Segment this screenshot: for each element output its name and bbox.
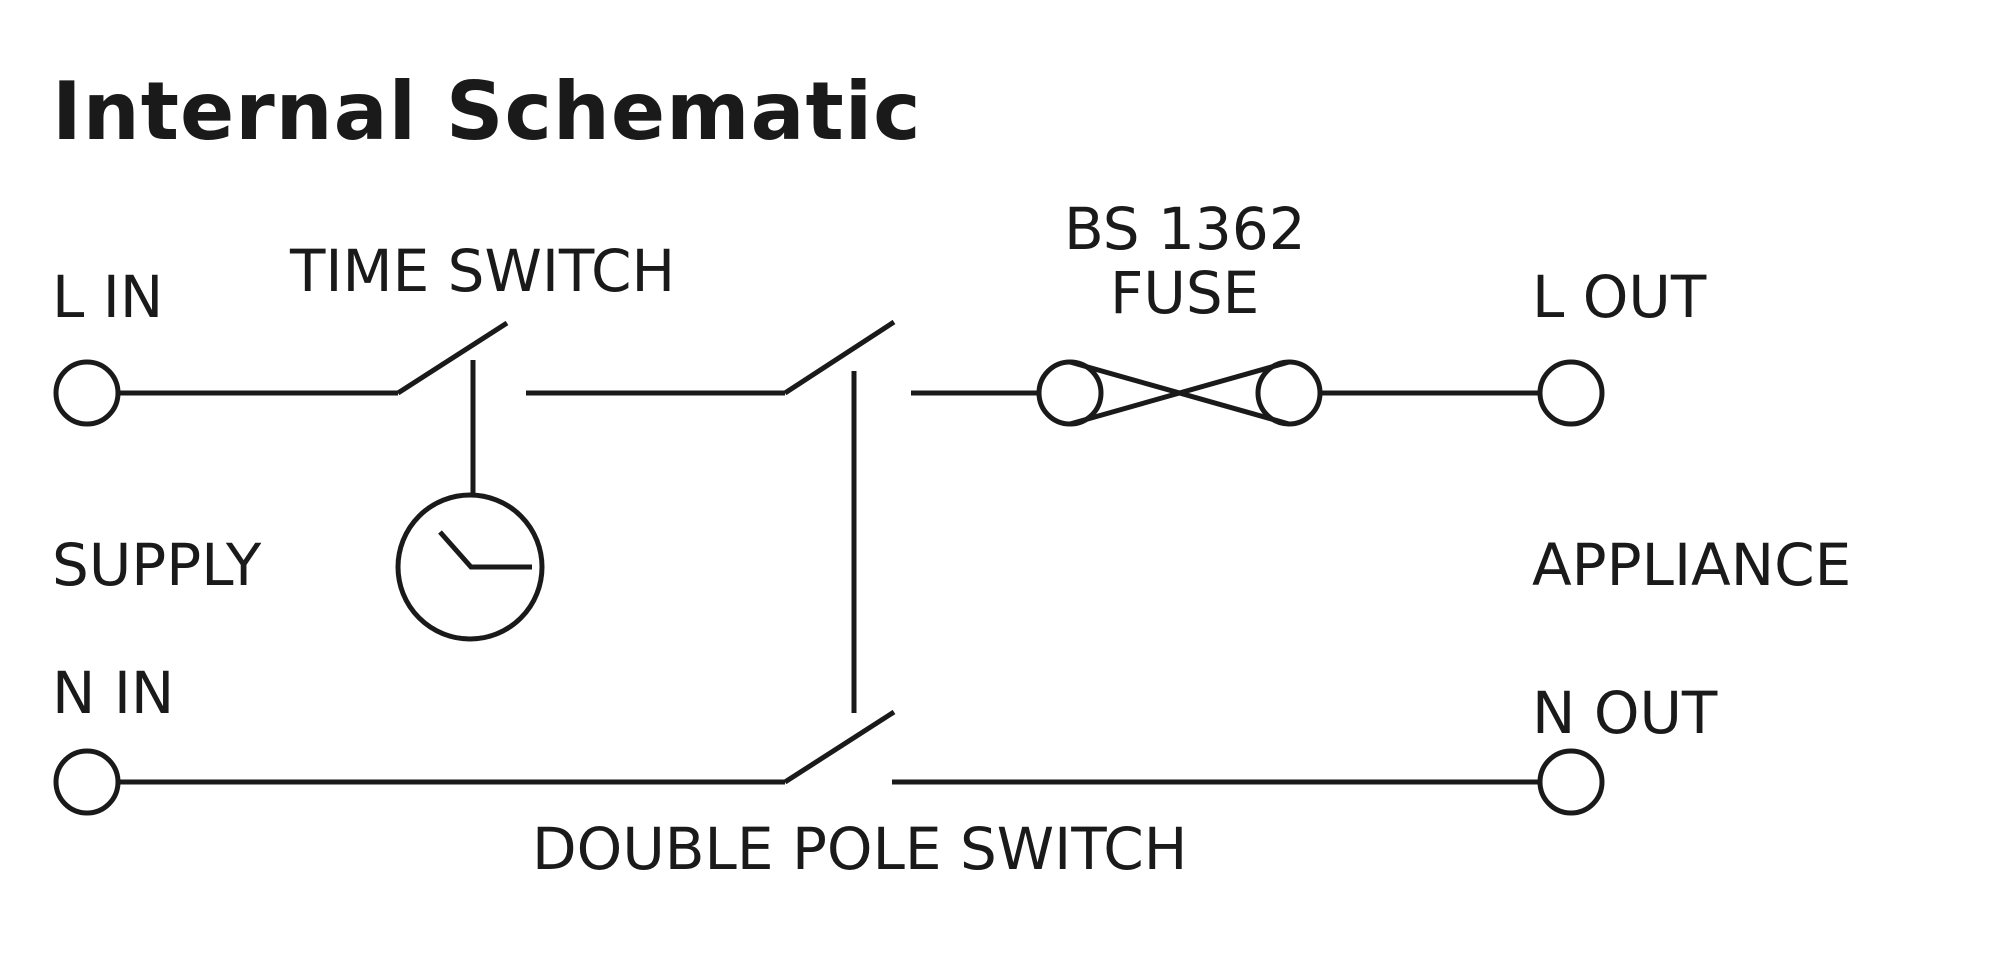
terminal-n-out: [1537, 748, 1605, 816]
label-appliance: APPLIANCE: [1532, 531, 1852, 599]
terminal-n-in: [53, 748, 121, 816]
fuse-end-left: [1036, 359, 1104, 427]
dp-switch-neutral-blade: [783, 709, 896, 785]
terminal-l-out: [1537, 359, 1605, 427]
label-time-switch: TIME SWITCH: [290, 237, 676, 305]
label-fuse: FUSE: [1110, 259, 1260, 327]
label-fuse-standard: BS 1362: [1064, 195, 1306, 263]
label-l-in: L IN: [52, 263, 164, 331]
label-l-out: L OUT: [1532, 263, 1707, 331]
diagram-title: Internal Schematic: [52, 65, 922, 158]
clock-hands: [438, 530, 532, 570]
time-switch-blade: [396, 320, 509, 396]
clock-icon: [395, 492, 545, 642]
fuse-element-b: [1069, 359, 1290, 427]
label-n-out: N OUT: [1532, 679, 1718, 747]
dp-switch-live-blade: [783, 319, 896, 396]
label-supply: SUPPLY: [52, 531, 262, 599]
label-double-pole-switch: DOUBLE POLE SWITCH: [532, 815, 1188, 883]
fuse-end-right: [1255, 359, 1323, 427]
terminal-l-in: [53, 359, 121, 427]
label-n-in: N IN: [52, 659, 175, 727]
